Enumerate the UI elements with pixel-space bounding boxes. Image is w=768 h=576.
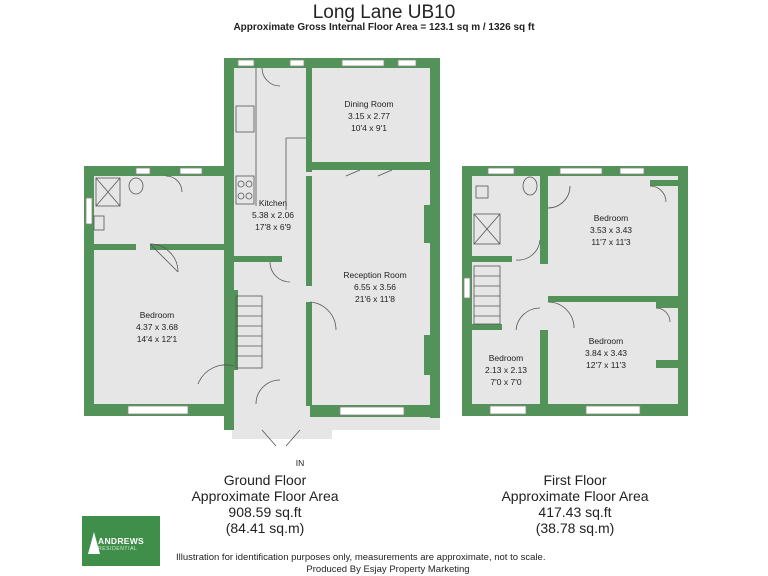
entrance-label: IN <box>296 458 305 468</box>
logo-name: ANDREWS <box>98 536 145 546</box>
first-bedroom-1-metric: 3.53 x 3.43 <box>590 225 632 235</box>
dining-room-metric: 3.15 x 2.77 <box>348 111 390 121</box>
kitchen-metric: 5.38 x 2.06 <box>252 210 294 220</box>
kitchen-name: Kitchen <box>259 198 288 208</box>
logo-a-icon <box>88 532 100 554</box>
ground-floor-plan <box>84 58 440 447</box>
first-bedroom-3-metric: 2.13 x 2.13 <box>485 365 527 375</box>
ground-floor-caption: Ground Floor Approximate Floor Area 908.… <box>160 472 370 536</box>
first-bedroom-3-imperial: 7'0 x 7'0 <box>490 377 521 387</box>
ground-bedroom-name: Bedroom <box>140 310 175 320</box>
page-title: Long Lane UB10 <box>312 2 456 23</box>
floor-plan-drawing: Dining Room 3.15 x 2.77 10'4 x 9'1 Kitch… <box>84 58 688 468</box>
credit-text: Produced By Esjay Property Marketing <box>306 564 470 575</box>
ground-floor-area-sqm: (84.41 sq.m) <box>225 520 305 536</box>
first-bedroom-3-name: Bedroom <box>489 353 524 363</box>
ground-floor-name: Ground Floor <box>223 472 307 488</box>
reception-room-floor <box>310 172 440 430</box>
dining-room-name: Dining Room <box>344 99 393 109</box>
reception-room-metric: 6.55 x 3.56 <box>354 282 396 292</box>
first-bedroom-1-imperial: 11'7 x 11'3 <box>591 237 631 247</box>
first-floor-name: First Floor <box>543 472 607 488</box>
first-bedroom-2-imperial: 12'7 x 11'3 <box>586 360 626 370</box>
first-floor-caption: First Floor Approximate Floor Area 417.4… <box>470 472 680 536</box>
kitchen-imperial: 17'8 x 6'9 <box>255 222 291 232</box>
first-bedroom-1-name: Bedroom <box>594 213 629 223</box>
first-bedroom-2-metric: 3.84 x 3.43 <box>585 348 627 358</box>
first-floor-area-sqft: 417.43 sq.ft <box>538 504 612 520</box>
disclaimer-text: Illustration for identification purposes… <box>176 552 546 563</box>
first-floor-area <box>464 166 686 416</box>
first-bedroom-2-name: Bedroom <box>589 336 624 346</box>
agency-logo: ANDREWS RESIDENTIAL <box>82 516 160 566</box>
logo-tagline: RESIDENTIAL <box>98 546 138 552</box>
dining-room-floor <box>310 58 440 173</box>
reception-room-imperial: 21'6 x 11'8 <box>355 294 395 304</box>
first-floor-area-sqm: (38.78 sq.m) <box>535 520 615 536</box>
ground-floor-area-label: Approximate Floor Area <box>191 488 339 504</box>
kitchen-floor <box>224 58 310 428</box>
page-subtitle: Approximate Gross Internal Floor Area = … <box>233 22 535 33</box>
bedroom-floor <box>84 166 234 416</box>
ground-bedroom-metric: 4.37 x 3.68 <box>136 322 178 332</box>
dining-room-imperial: 10'4 x 9'1 <box>351 123 387 133</box>
first-floor-plan <box>462 166 688 416</box>
reception-room-name: Reception Room <box>343 270 406 280</box>
ground-floor-area-sqft: 908.59 sq.ft <box>228 504 302 520</box>
first-floor-area-label: Approximate Floor Area <box>501 488 649 504</box>
ground-bedroom-imperial: 14'4 x 12'1 <box>137 334 178 344</box>
